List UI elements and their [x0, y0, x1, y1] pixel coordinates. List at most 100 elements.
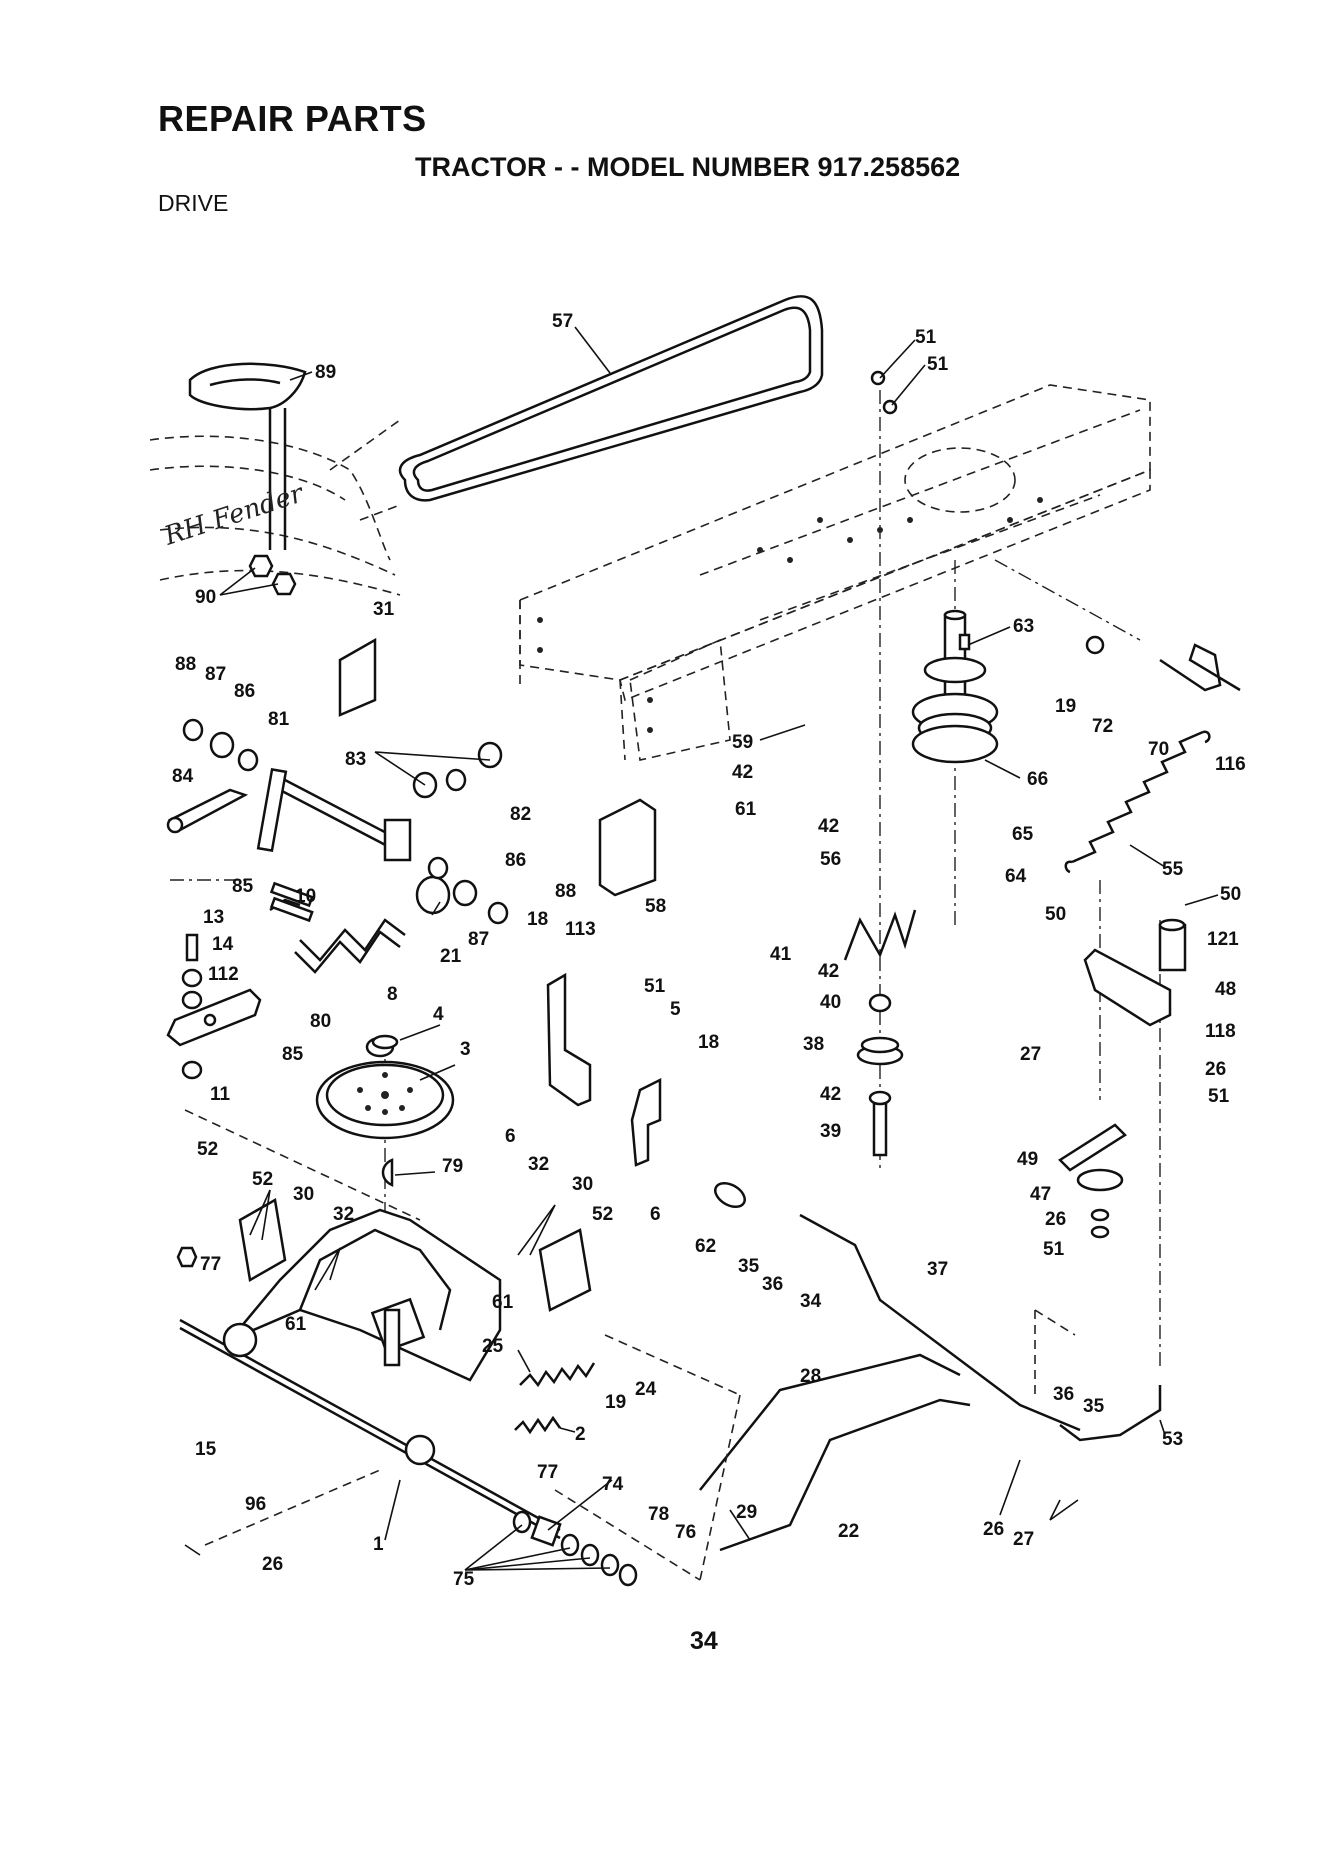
callout: 88: [555, 881, 576, 902]
callout: 36: [762, 1274, 783, 1295]
callout: 4: [433, 1004, 444, 1025]
callout: 27: [1013, 1529, 1034, 1550]
pulley-hub-4: [371, 1034, 399, 1050]
callout: 65: [1012, 824, 1034, 845]
model-subtitle: TRACTOR - - MODEL NUMBER 917.258562: [415, 152, 961, 182]
callout: 22: [838, 1521, 859, 1542]
callout: 18: [698, 1032, 719, 1053]
callout: 81: [268, 709, 290, 730]
callout: 50: [1220, 884, 1241, 905]
callout: 51: [644, 976, 666, 997]
callout: 59: [732, 732, 753, 753]
callout: 2: [575, 1424, 586, 1445]
callout: 64: [1005, 866, 1027, 887]
extension-spring: [1064, 730, 1211, 874]
callout: 86: [234, 681, 255, 702]
callout: 24: [635, 1379, 657, 1400]
callout: 85: [282, 1044, 304, 1065]
callout: 52: [592, 1204, 613, 1225]
callout: 70: [1148, 739, 1169, 760]
callout: 55: [1162, 859, 1184, 880]
callout: 14: [212, 934, 234, 955]
callout: 66: [1027, 769, 1048, 790]
callout: 30: [572, 1174, 593, 1195]
callout: 6: [650, 1204, 661, 1225]
bracket-31: [338, 637, 377, 717]
fender-outline: [149, 362, 401, 596]
variable-speed-pulley: [911, 609, 999, 764]
callout: 30: [293, 1184, 314, 1205]
shift-lever-assembly: [166, 767, 451, 974]
callout: 27: [1020, 1044, 1041, 1065]
spring-25: [519, 1362, 596, 1388]
callout: 87: [468, 929, 489, 950]
callout: 49: [1017, 1149, 1038, 1170]
callout: 48: [1215, 979, 1236, 1000]
callout: 52: [252, 1169, 273, 1190]
callout: 51: [1208, 1086, 1230, 1107]
callout: 57: [552, 311, 573, 332]
callout: 34: [800, 1291, 822, 1312]
frame-holes: [537, 497, 1043, 733]
key-79: [381, 1158, 394, 1187]
transaxle: [179, 1208, 561, 1540]
idler-pulley-38: [856, 993, 904, 1157]
callout: 32: [333, 1204, 354, 1225]
callout: 89: [315, 362, 336, 383]
callout: 76: [675, 1522, 696, 1543]
callout: 42: [820, 1084, 841, 1105]
callout: 72: [1092, 716, 1113, 737]
callout: 87: [205, 664, 226, 685]
callout: 96: [245, 1494, 266, 1515]
callout: 112: [208, 964, 239, 985]
callout-leaders: [184, 326, 1219, 1571]
callout: 35: [1083, 1396, 1105, 1417]
callout: 19: [605, 1392, 626, 1413]
callout: 25: [482, 1336, 504, 1357]
callout: 18: [527, 909, 548, 930]
callout: 5: [670, 999, 681, 1020]
callout: 75: [453, 1569, 475, 1590]
page-title: REPAIR PARTS: [158, 98, 427, 139]
callout: 11: [210, 1084, 231, 1105]
callout: 90: [195, 587, 216, 608]
drive-belt: [398, 295, 824, 502]
callout: 42: [818, 816, 839, 837]
callout: 26: [983, 1519, 1004, 1540]
callout: 51: [927, 354, 949, 375]
callout: 83: [345, 749, 366, 770]
collar-62: [714, 1181, 746, 1209]
callout: 35: [738, 1256, 760, 1277]
page-number: 34: [690, 1627, 718, 1655]
rod-53: [1059, 1385, 1162, 1442]
pivot-bracket-80: [166, 988, 262, 1047]
idler-pulley-47: [1058, 1123, 1127, 1239]
callout: 28: [800, 1366, 821, 1387]
callout: 82: [510, 804, 531, 825]
bracket-58: [598, 798, 657, 897]
callout: 40: [820, 992, 841, 1013]
callout: 26: [1045, 1209, 1066, 1230]
nut-90-icon: [248, 554, 297, 596]
callout: 32: [528, 1154, 549, 1175]
callout: 38: [803, 1034, 824, 1055]
callout: 58: [645, 896, 666, 917]
callout: 42: [818, 961, 839, 982]
callout: 41: [770, 944, 792, 965]
callout: 74: [602, 1474, 624, 1495]
tractor-frame: [519, 384, 1151, 761]
callout: 50: [1045, 904, 1066, 925]
axle-washers-75: [512, 1510, 638, 1587]
callout: 21: [440, 946, 462, 967]
callout: 26: [262, 1554, 283, 1575]
callout: 88: [175, 654, 196, 675]
callout: 42: [732, 762, 753, 783]
callout: 29: [736, 1502, 757, 1523]
callout: 10: [295, 886, 316, 907]
callout: 51: [1043, 1239, 1065, 1260]
callout: 19: [1055, 696, 1076, 717]
callout: 62: [695, 1236, 716, 1257]
bottom-linkage-outlines: [184, 1109, 1076, 1581]
bracket-5: [630, 1077, 662, 1167]
